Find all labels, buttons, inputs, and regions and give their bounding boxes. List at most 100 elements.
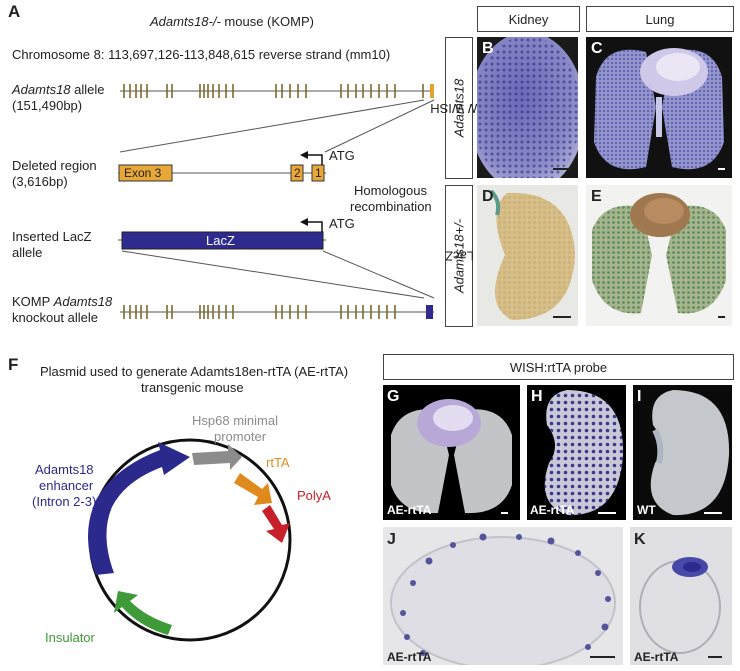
lacz-box-text: LacZ	[206, 233, 235, 248]
polya-label: PolyA	[297, 488, 331, 503]
panel-b-image	[477, 37, 578, 178]
panel-b-letter: B	[482, 40, 494, 57]
lacz-label-1: Inserted LacZ	[12, 229, 92, 244]
hsp68-arrow	[192, 444, 242, 470]
ko-lacz-block	[426, 305, 433, 319]
lacz-suffix: LacZ	[444, 248, 474, 264]
deleted-label-2: (3,616bp)	[12, 174, 68, 189]
lung-wish-drawing	[594, 48, 724, 170]
polya-arrow	[262, 505, 290, 543]
allele-gene: Adamts18	[12, 82, 71, 97]
section-rtta-drawing	[390, 533, 616, 665]
insulator-label: Insulator	[45, 630, 95, 645]
cell-rtta-drawing	[639, 557, 721, 654]
panel-i-genotype: WT	[637, 503, 656, 517]
ko-gene: Adamts18	[53, 294, 113, 309]
panel-i-letter: I	[637, 388, 642, 405]
lung-header: Lung	[586, 6, 734, 32]
panel-d-letter: D	[482, 188, 494, 205]
panel-h-genotype: AE-rtTA	[530, 503, 575, 517]
insulator-arrow	[114, 591, 172, 635]
atg-label-2: ATG	[329, 216, 355, 231]
atg-label-1: ATG	[329, 148, 355, 163]
panel-j-image	[383, 527, 623, 665]
atg-arrow-2	[306, 221, 323, 232]
panel-h-letter: H	[531, 388, 543, 405]
wish-header: WISH: rtTA probe	[383, 354, 734, 380]
scale-bar-i	[704, 512, 722, 514]
enhancer-arrow	[88, 442, 190, 575]
allele-rest: allele	[70, 82, 105, 97]
panel-j-genotype: AE-rtTA	[387, 650, 432, 664]
plasmid-map	[88, 438, 292, 642]
wish-rest: rtTA probe	[547, 359, 608, 375]
panel-c-image	[586, 37, 732, 178]
lacz-header: Adamts18+/- LacZ	[445, 185, 473, 327]
lung-rtta-drawing	[391, 399, 512, 514]
exon1-box	[311, 164, 325, 182]
scale-bar-h	[598, 512, 616, 514]
kidney-lacz-drawing	[489, 189, 575, 320]
scale-bar-e	[718, 316, 725, 318]
panel-i-image	[633, 385, 732, 520]
homologous-label-1: Homologous	[354, 183, 427, 198]
panel-g-genotype: AE-rtTA	[387, 503, 432, 517]
exon2-box	[290, 164, 304, 182]
exon3-text: Exon 3	[124, 166, 162, 180]
panel-g-image	[383, 385, 520, 520]
panel-e-image	[586, 185, 732, 326]
scale-bar-k	[708, 656, 722, 658]
hsp-label-1: Hsp68 minimal	[192, 413, 278, 428]
homologous-label-2: recombination	[350, 199, 432, 214]
rtta-arrow	[234, 473, 272, 505]
panel-j-letter: J	[387, 531, 396, 548]
allele-exons	[123, 84, 424, 98]
lung-lacz-drawing	[592, 193, 726, 314]
rtta-label: rtTA	[266, 455, 290, 470]
allele-label-2: (151,490bp)	[12, 98, 83, 113]
scale-bar-b	[553, 168, 571, 170]
ko-label-2: knockout allele	[12, 310, 98, 325]
lacz-box	[121, 231, 324, 250]
exon3-box	[118, 164, 173, 182]
kidney-rtta-drawing	[544, 390, 624, 516]
allele-label-1: Adamts18 allele	[12, 82, 105, 98]
panel-g-letter: G	[387, 388, 400, 405]
kidney-wish-drawing	[477, 37, 578, 178]
enhancer-label-3: (Intron 2-3)	[32, 494, 97, 509]
atg-arrow-1	[306, 154, 323, 165]
sw-wish-header: SW WISH Adamts18	[430, 37, 489, 179]
hsp-label-2: promoter	[214, 429, 267, 444]
panel-f-letter: F	[8, 355, 19, 374]
gene-map-diagram	[118, 84, 435, 319]
kidney-wt-drawing	[650, 390, 730, 516]
plasmid-title-1: Plasmid used to generate Adamts18en-rtTA…	[40, 364, 349, 379]
title-gene: Adamts18-/-	[150, 14, 221, 29]
chromosome-text: Chromosome 8: 113,697,126-113,848,615 re…	[12, 47, 391, 62]
title-rest: mouse (KOMP)	[220, 14, 314, 29]
scale-bar-g	[501, 512, 508, 514]
exon1-text: 1	[315, 166, 322, 180]
enhancer-label-1: Adamts18	[35, 462, 94, 477]
sw-wish-text: SW WISH Adamts18	[430, 79, 489, 138]
panel-e-letter: E	[591, 188, 602, 205]
panel-k-genotype: AE-rtTA	[634, 650, 679, 664]
allele-exon-small	[430, 84, 434, 98]
enhancer-label-2: enhancer	[39, 478, 94, 493]
panel-h-image	[527, 385, 626, 520]
lacz-label-2: allele	[12, 245, 43, 260]
wish-prefix: WISH:	[509, 359, 548, 375]
exon2-text: 2	[294, 166, 301, 180]
ko-exons	[123, 305, 396, 319]
panel-k-image	[630, 527, 732, 665]
scale-bar-d	[553, 316, 571, 318]
panel-a-letter: A	[8, 2, 21, 21]
ko-rest: KOMP	[12, 294, 54, 309]
panel-k-letter: K	[634, 531, 646, 548]
scale-bar-c	[718, 168, 725, 170]
lacz-header-text: Adamts18+/- LacZ	[445, 219, 474, 293]
kidney-header: Kidney	[477, 6, 580, 32]
panel-c-letter: C	[591, 40, 603, 57]
deleted-label-1: Deleted region	[12, 158, 97, 173]
panel-d-image	[477, 185, 578, 326]
